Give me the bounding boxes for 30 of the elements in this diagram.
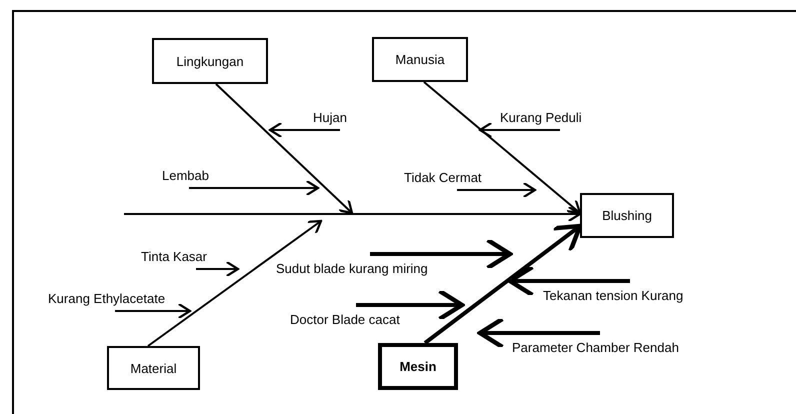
arrow [356,288,464,322]
category-box: Material [107,346,200,390]
cause-label: Tinta Kasar [141,249,207,264]
cause-label: Doctor Blade cacat [290,312,400,327]
arrow [423,81,582,214]
cause-label: Kurang Peduli [500,110,582,125]
arrow [508,264,630,298]
arrow [370,238,512,270]
arrow [196,260,240,278]
cause-label: Sudut blade kurang miring [276,261,428,276]
category-box: Mesin [378,343,458,390]
arrow [478,316,600,350]
effect-box: Blushing [580,193,674,238]
cause-label: Parameter Chamber Rendah [512,340,679,355]
cause-label: Tekanan tension Kurang [543,288,684,303]
cause-label: Lembab [162,168,209,183]
arrow [115,302,192,320]
cause-label: Hujan [313,110,347,125]
arrow [147,220,322,347]
arrow [457,182,536,198]
arrow [215,83,354,214]
arrow [189,180,320,196]
arrow [124,206,582,222]
arrow [478,122,560,138]
cause-label: Kurang Ethylacetate [48,291,166,306]
cause-label: Tidak Cermat [404,170,482,185]
arrow [268,122,340,138]
category-box: Manusia [372,37,468,82]
arrow [424,224,582,345]
category-box: Lingkungan [152,38,268,84]
